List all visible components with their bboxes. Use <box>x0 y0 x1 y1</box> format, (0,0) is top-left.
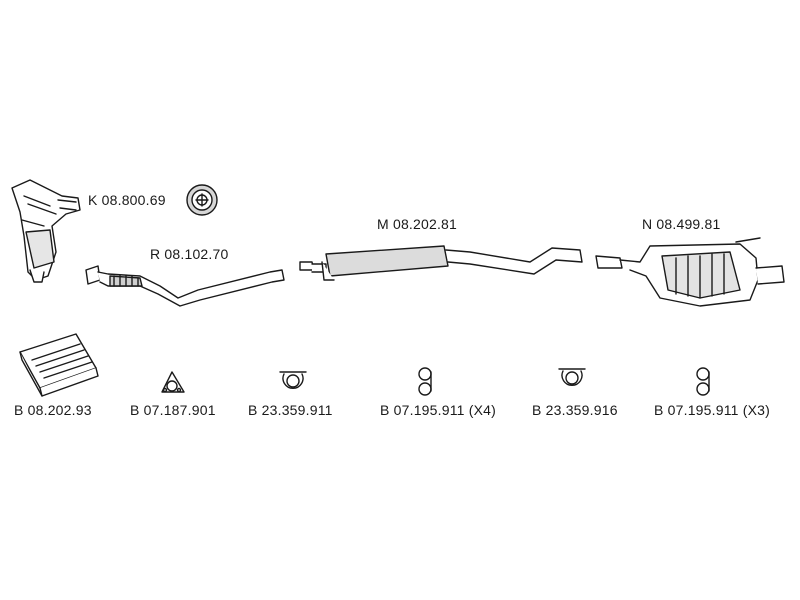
catalyst-gasket-drawing <box>186 184 218 216</box>
rear-silencer-drawing <box>595 237 785 307</box>
middle-silencer-drawing <box>299 245 583 281</box>
accessory-label-mount-2: B 07.195.911 (X3) <box>654 402 770 418</box>
accessory-label-mount-1: B 07.195.911 (X4) <box>380 402 496 418</box>
middle-silencer-label: M 08.202.81 <box>377 216 458 232</box>
front-pipe-label: R 08.102.70 <box>150 246 229 262</box>
catalyst-label: K 08.800.69 <box>88 192 166 208</box>
catalyst-manifold-drawing <box>11 179 81 283</box>
rubber-mount-drawing-2 <box>696 367 710 396</box>
front-pipe-drawing <box>85 265 285 307</box>
flange-gasket-drawing <box>161 371 185 393</box>
accessory-label-kit: B 08.202.93 <box>14 402 92 418</box>
pipe-clamp-drawing-1 <box>279 371 307 390</box>
rear-silencer-label: N 08.499.81 <box>642 216 721 232</box>
accessory-label-gasket: B 07.187.901 <box>130 402 216 418</box>
accessory-label-clamp-1: B 23.359.911 <box>248 402 333 418</box>
pipe-clamp-drawing-2 <box>558 368 586 387</box>
accessory-label-clamp-2: B 23.359.916 <box>532 402 618 418</box>
mounting-kit-box-drawing <box>19 333 99 397</box>
rubber-mount-drawing-1 <box>418 367 432 396</box>
